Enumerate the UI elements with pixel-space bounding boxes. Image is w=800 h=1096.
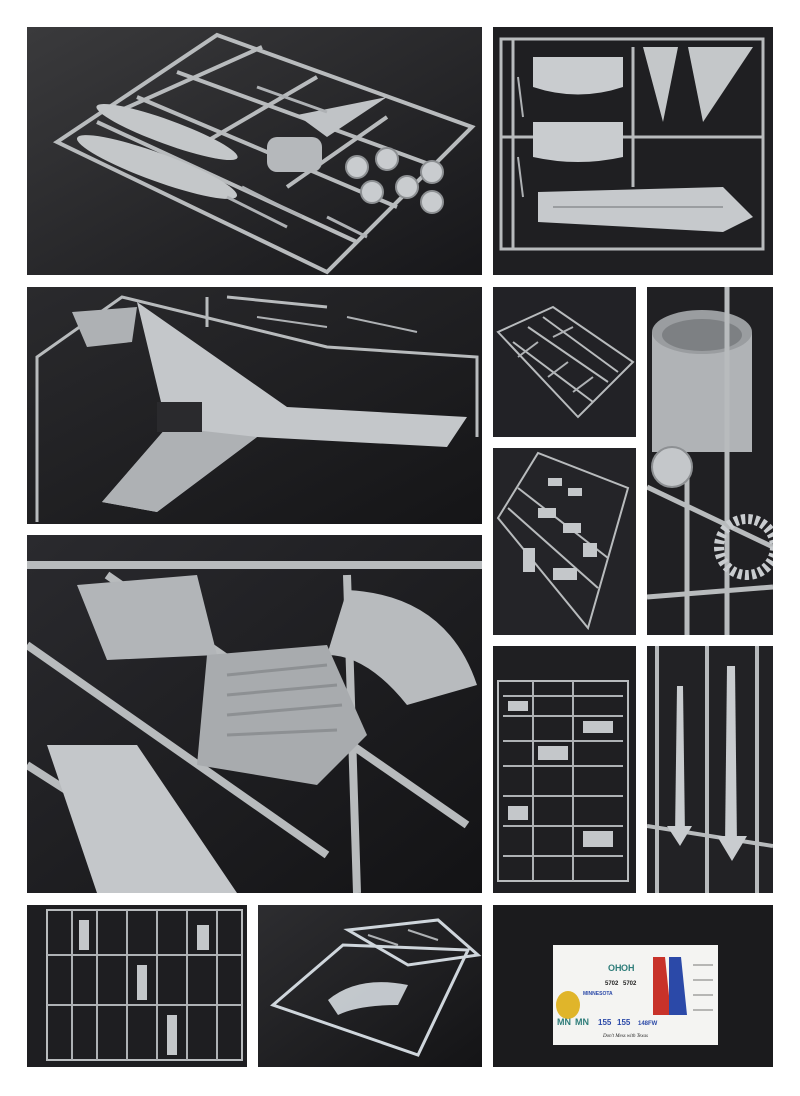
photo-sprue-wheels-drop-tanks <box>27 27 482 275</box>
photo-sprue-fuselage-halves <box>493 27 773 275</box>
sprue-engine-nozzle-closeup-illustration <box>647 287 773 635</box>
photo-sprue-missiles-closeup <box>647 646 773 893</box>
sprue-weapons-full-illustration <box>493 646 636 893</box>
decal-state-right: MN <box>575 1017 589 1027</box>
decal-motto: Don't Mess with Texas <box>602 1034 648 1039</box>
photo-sprue-engine-intake-closeup <box>27 535 482 893</box>
photo-sprue-engine-nozzle-closeup <box>647 287 773 635</box>
decal-wing-text: 148FW <box>638 1021 658 1027</box>
decal-sheet-illustration: OH OH 5702 5702 MINNESOTA MN MN 155 155 … <box>493 905 773 1067</box>
decal-code-right: OH <box>621 963 635 973</box>
photo-sprue-small-parts-angle <box>493 287 636 437</box>
decal-badge-yellow <box>556 991 580 1019</box>
photo-sprue-clear-canopy <box>258 905 482 1067</box>
sprue-parts-vertical-illustration <box>493 448 636 635</box>
photo-decal-sheet: OH OH 5702 5702 MINNESOTA MN MN 155 155 … <box>493 905 773 1067</box>
decal-unit: MINNESOTA <box>583 991 613 997</box>
photo-sprue-weapons-full <box>493 646 636 893</box>
photo-sprue-parts-vertical <box>493 448 636 635</box>
photo-sprue-upper-wing <box>27 287 482 524</box>
sprue-missiles-closeup-illustration <box>647 646 773 893</box>
photo-sprue-weapons-second <box>27 905 247 1067</box>
decal-sheet-paper <box>553 945 718 1045</box>
sprue-clear-canopy-illustration <box>258 905 482 1067</box>
sprue-upper-wing-illustration <box>27 287 482 524</box>
sprue-fuselage-halves-illustration <box>493 27 773 275</box>
decal-state-left: MN <box>557 1017 571 1027</box>
decal-wing-tail <box>653 957 687 1015</box>
sprue-small-parts-angle-illustration <box>493 287 636 437</box>
decal-number-left: 155 <box>598 1018 612 1027</box>
decal-serial-left: 5702 <box>605 981 619 987</box>
sprue-engine-intake-closeup-illustration <box>27 535 482 893</box>
sprue-weapons-second-illustration <box>27 905 247 1067</box>
decal-code-left: OH <box>608 963 622 973</box>
decal-serial-right: 5702 <box>623 981 637 987</box>
decal-number-right: 155 <box>617 1018 631 1027</box>
sprue-wheels-drop-tanks-illustration <box>27 27 482 275</box>
